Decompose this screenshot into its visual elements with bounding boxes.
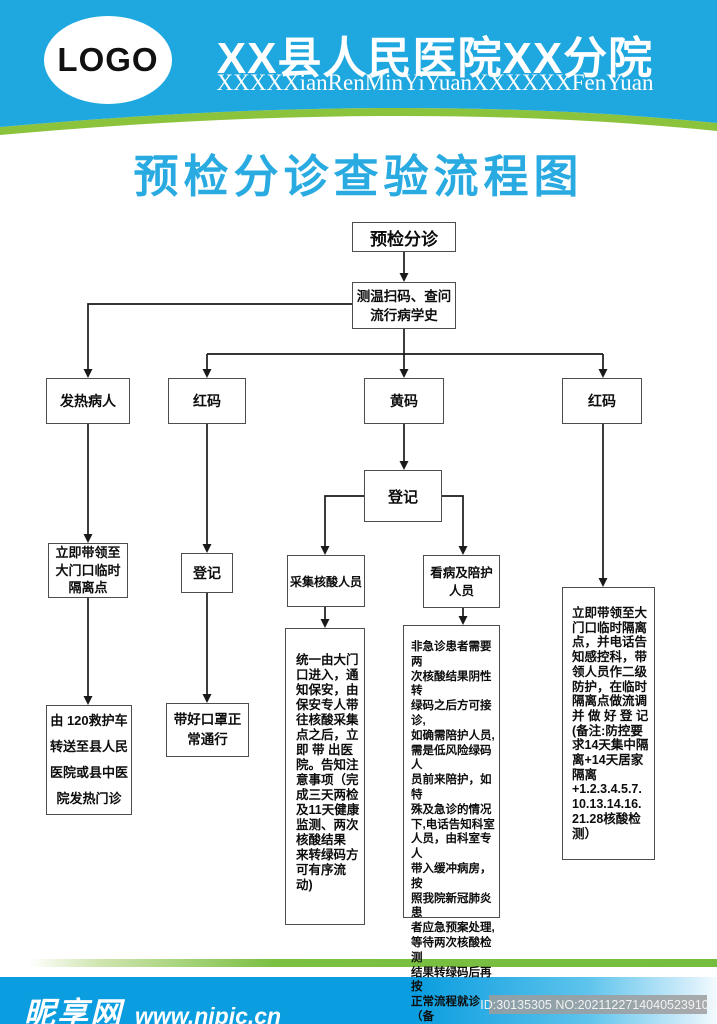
node-fever-transfer: 由 120救护车 转送至县人民 医院或县中医 院发热门诊: [46, 705, 132, 815]
node-nucleic-detail: 统一由大门 口进入，通 知保安，由 保安专人带 往核酸采集 点之后，立 即 带 …: [285, 628, 365, 925]
node-red-left-pass: 带好口罩正 常通行: [166, 703, 249, 757]
node-yellow-code: 黄码: [364, 378, 444, 424]
node-fever-isolate: 立即带领至 大门口临时 隔离点: [48, 543, 128, 598]
node-start: 预检分诊: [352, 222, 456, 252]
node-visitor-detail: 非急诊患者需要两 次核酸结果阴性转 绿码之后方可接诊, 如确需陪护人员, 需是低…: [403, 625, 500, 1023]
node-yellow-register: 登记: [364, 470, 442, 522]
brand-url[interactable]: www.nipic.cn: [135, 1003, 282, 1024]
site-brand: 昵享网 www.nipic.cn: [24, 988, 281, 1024]
node-fever-patient: 发热病人: [46, 378, 130, 424]
node-red-code-right: 红码: [562, 378, 642, 424]
hospital-logo: LOGO: [44, 16, 172, 104]
node-visitor-group: 看病及陪护 人员: [423, 555, 500, 608]
node-screening: 测温扫码、查问 流行病学史: [352, 282, 456, 329]
node-red-code-left: 红码: [168, 378, 246, 424]
header-green-curve: [0, 107, 717, 135]
node-red-right-detail: 立即带领至大 门口临时隔离 点，并电话告 知感控科，带 领人员作二级 防护，在临…: [562, 587, 655, 860]
hospital-subtitle-pinyin: XXXXXianRenMinYiYuanXXXXXXFenYuan: [216, 70, 654, 95]
node-nucleic-group: 采集核酸人员: [287, 555, 365, 607]
image-id-badge: ID:30135305 NO:20211227140405239103: [480, 995, 716, 1014]
hospital-title: XX县人民医院XX分院: [216, 34, 654, 83]
arrowheads: [83, 273, 608, 705]
logo-text: LOGO: [57, 41, 159, 78]
brand-name: 昵享网: [24, 996, 123, 1024]
header-blue-shape: [0, 0, 717, 127]
node-red-left-register: 登记: [181, 553, 233, 593]
header-banner: [0, 0, 717, 135]
footer-green-stripe: [0, 959, 717, 967]
page-title: 预检分诊查验流程图: [133, 151, 584, 202]
